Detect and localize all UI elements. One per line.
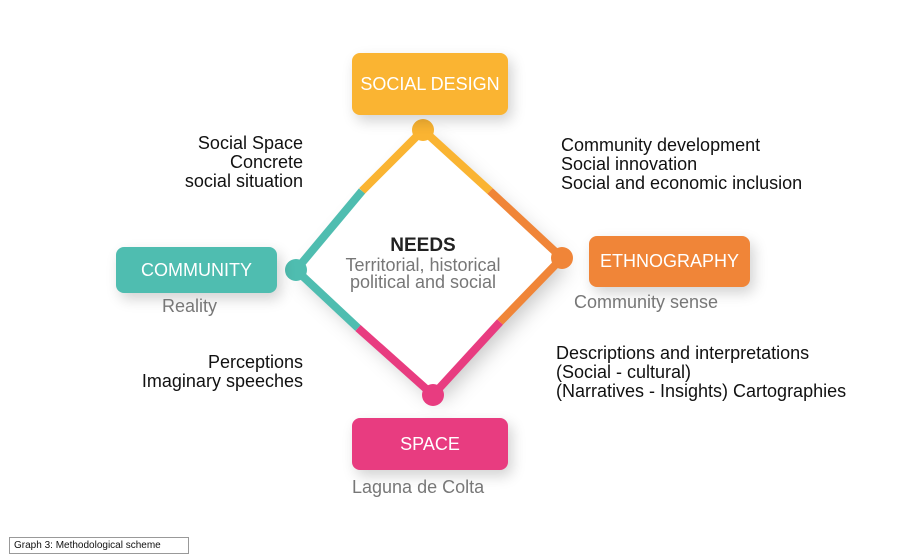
annotation-bottom-left: Perceptions Imaginary speeches — [142, 353, 303, 391]
edge-top-right-orange — [487, 188, 565, 261]
ethnography-box: ETHNOGRAPHY — [589, 236, 750, 287]
annotation-line: Community development — [561, 135, 761, 155]
annotation-bottom-right: Descriptions and interpretations (Social… — [556, 344, 846, 401]
edge-bottom-right-pink — [430, 319, 503, 398]
annotation-line: (Social - cultural) — [556, 362, 692, 382]
annotation-line: Concrete — [229, 152, 303, 172]
community-sub: Reality — [162, 296, 218, 316]
annotation-top-right: Community development Social innovation … — [561, 136, 802, 193]
annotation-line: social situation — [184, 171, 303, 191]
edge-top-left-yellow — [359, 127, 426, 194]
annotation-top-left: Social Space Concrete social situation — [185, 134, 303, 191]
annotation-line: Social and economic inclusion — [561, 173, 803, 193]
space-box: SPACE — [352, 418, 508, 470]
center-title: NEEDS — [390, 235, 456, 256]
annotation-line: Perceptions — [207, 352, 303, 372]
figure-caption: Graph 3: Methodological scheme — [9, 537, 189, 554]
center-line1: Territorial, historical — [345, 255, 501, 275]
edge-top-left-teal — [292, 188, 366, 273]
annotation-line: Descriptions and interpretations — [556, 343, 810, 363]
ethnography-sub: Community sense — [574, 292, 719, 312]
node-dot-left — [285, 259, 307, 281]
node-dot-bottom — [422, 384, 444, 406]
annotation-line: Social innovation — [561, 154, 698, 174]
edge-bottom-left-pink — [355, 325, 436, 398]
node-dot-right — [551, 247, 573, 269]
edge-bottom-left-teal — [293, 267, 361, 331]
center-needs: NEEDS Territorial, historical political … — [310, 235, 536, 291]
annotation-line: Imaginary speeches — [141, 371, 303, 391]
social-design-box: SOCIAL DESIGN — [352, 53, 508, 115]
annotation-line: Social Space — [197, 133, 303, 153]
node-dot-top — [412, 119, 434, 141]
center-line2: political and social — [349, 272, 497, 292]
edge-bottom-right-orange — [497, 255, 565, 325]
annotation-line: (Narratives - Insights) Cartographies — [556, 381, 847, 401]
space-sub: Laguna de Colta — [352, 477, 485, 497]
community-box: COMMUNITY — [116, 247, 277, 293]
edge-top-right-yellow — [420, 127, 493, 194]
